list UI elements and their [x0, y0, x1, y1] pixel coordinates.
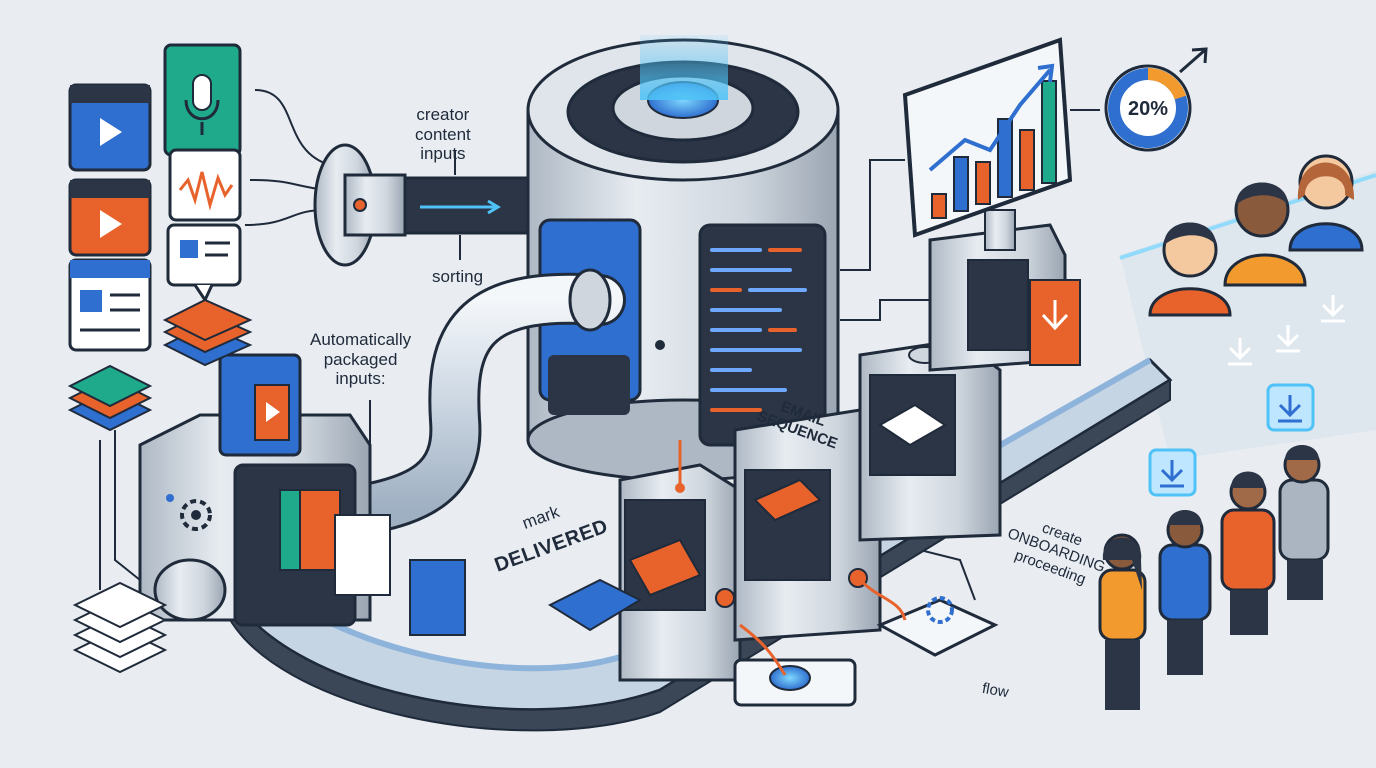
download-bubbles — [1148, 295, 1345, 497]
chart-bar — [975, 161, 991, 205]
person-standing — [1220, 471, 1276, 635]
download-icon — [1160, 460, 1184, 488]
label-automatically-packaged-inputs: Automatically packaged inputs: — [310, 330, 412, 389]
layers-stack-icon — [162, 298, 253, 367]
audio-waveform-icon — [168, 148, 242, 222]
chat-bubble-icon — [166, 223, 242, 304]
conversion-donut — [1104, 47, 1208, 152]
gear-icon — [180, 499, 212, 531]
person-standing — [1278, 445, 1330, 600]
layers-stack-icon — [67, 364, 153, 432]
download-icon — [1278, 395, 1302, 423]
growth-arrow-icon — [928, 68, 1052, 172]
chart-bar — [953, 156, 969, 212]
packaging-machine — [138, 353, 466, 636]
video-file-icon — [68, 178, 152, 257]
video-file-icon — [68, 83, 152, 172]
percent-readout: 20% — [1128, 98, 1168, 120]
analytics-monitor — [902, 37, 1073, 251]
person-avatar — [1148, 222, 1232, 317]
person-avatar — [1223, 182, 1307, 287]
document-stack-icon — [72, 581, 168, 674]
audience-people — [1098, 154, 1364, 710]
content-input-icons — [67, 43, 253, 674]
label-sorting: sorting — [432, 267, 484, 286]
person-avatar — [1288, 154, 1364, 252]
chart-bar — [931, 193, 947, 219]
ground-devices — [675, 440, 999, 707]
chart-bar — [997, 118, 1013, 198]
person-standing — [1158, 510, 1212, 675]
processing-stations — [547, 223, 1081, 682]
input-funnel — [313, 143, 530, 267]
chart-bar — [1041, 80, 1057, 184]
label-creator-content-inputs: creator content inputs — [415, 105, 471, 164]
microphone-icon — [163, 43, 242, 157]
person-standing — [1098, 533, 1147, 710]
download-icon — [1041, 300, 1069, 331]
chart-bar — [1019, 129, 1035, 191]
webpage-icon — [68, 258, 152, 352]
chart-bars — [931, 80, 1057, 219]
